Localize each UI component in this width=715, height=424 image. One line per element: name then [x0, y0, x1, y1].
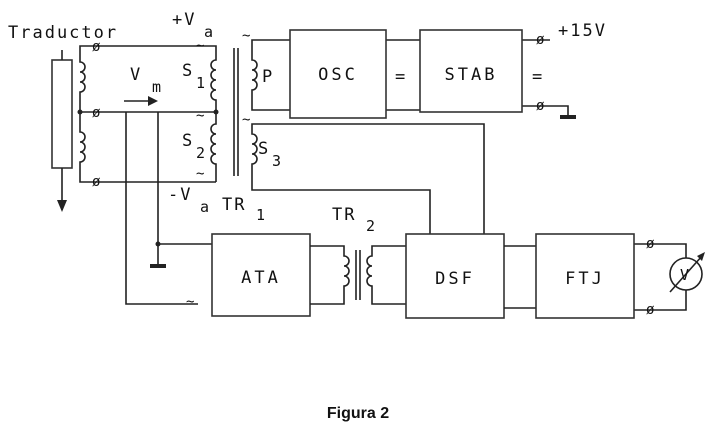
tr1-transformer: [210, 46, 258, 182]
vm-subscript: m: [152, 78, 161, 96]
p-label: P: [262, 67, 274, 87]
bridge-wiring: [77, 45, 219, 305]
supply-label: +15V: [558, 21, 607, 41]
ftj-block: [535, 233, 635, 319]
stab-label: STAB: [445, 65, 498, 85]
ac-symbol: ~: [196, 166, 204, 182]
figure-caption: Figura 2: [327, 405, 389, 422]
voltmeter: V: [669, 252, 705, 293]
terminal-marks: ø ø ø: [92, 39, 101, 190]
tr1-label: TR: [222, 195, 246, 215]
dc-symbol: =: [395, 67, 407, 87]
transducer-label: Traductor: [8, 23, 118, 43]
tr2-label: TR: [332, 205, 356, 225]
osc-block: [289, 29, 387, 119]
s3-label: S: [258, 139, 270, 159]
transducer-coils: [79, 52, 86, 178]
plus-va-subscript: a: [204, 23, 213, 41]
ftj-label: FTJ: [565, 269, 605, 289]
top-wiring: [251, 39, 576, 234]
minus-va-subscript: a: [200, 198, 209, 216]
tr2-transformer: [310, 245, 406, 305]
terminal-symbol: ø: [646, 302, 655, 318]
ac-symbol: ~: [242, 112, 250, 128]
terminal-symbol: ø: [536, 98, 545, 114]
meter-label: V: [680, 266, 689, 284]
transducer-potentiometer: [51, 50, 73, 212]
stab-block: [419, 29, 523, 113]
plus-va-label: +V: [172, 10, 196, 30]
s1-label: S: [182, 61, 194, 81]
vm-arrow: [124, 96, 158, 106]
terminal-symbol: ø: [646, 236, 655, 252]
dsf-label: DSF: [435, 269, 475, 289]
terminal-symbol: ø: [92, 39, 101, 55]
ata-label: ATA: [241, 268, 281, 288]
ac-symbol: ~: [196, 38, 204, 54]
s3-subscript: 3: [272, 152, 281, 170]
s1-subscript: 1: [196, 74, 205, 92]
ac-symbol: ~: [242, 28, 250, 44]
terminal-symbol: ø: [536, 32, 545, 48]
terminal-symbol: ø: [92, 105, 101, 121]
s2-subscript: 2: [196, 144, 205, 162]
minus-va-label: -V: [168, 185, 192, 205]
terminal-symbol: ø: [92, 174, 101, 190]
ac-symbol: ~: [196, 108, 204, 124]
dsf-ftj-wiring: [504, 243, 687, 311]
dc-symbol: =: [532, 67, 544, 87]
ac-symbol: ~: [186, 294, 194, 310]
tr2-subscript: 2: [366, 217, 375, 235]
ata-block: [211, 233, 311, 317]
osc-label: OSC: [318, 65, 358, 85]
s2-label: S: [182, 131, 194, 151]
tr1-subscript: 1: [256, 206, 265, 224]
vm-label: V: [130, 65, 142, 85]
dsf-block: [405, 233, 505, 319]
